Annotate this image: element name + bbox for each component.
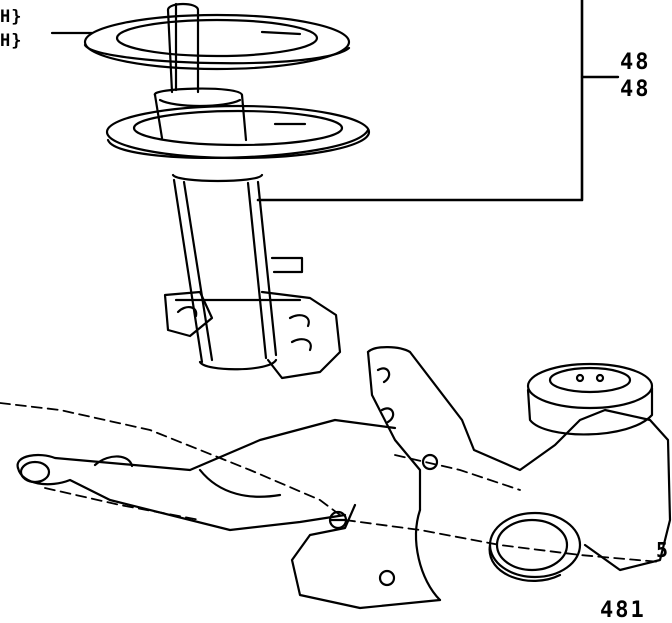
part-ref-edge: 5 xyxy=(656,538,669,562)
centerline-strut-to-arm xyxy=(0,402,341,516)
lower-spring-seat xyxy=(105,104,371,160)
strut-cylinder xyxy=(171,173,278,371)
piston-rod xyxy=(166,2,200,94)
centerline-arm-pivot xyxy=(44,487,201,521)
part-ref-bottom: 48 xyxy=(620,77,651,102)
part-ref-knuckle: 481 xyxy=(600,598,646,623)
reference-bracket xyxy=(256,0,584,202)
centerline-knuckle-mount xyxy=(394,454,521,491)
brace-label-bottom: H} xyxy=(0,31,23,51)
knuckle-mount-bracket xyxy=(163,290,342,380)
brake-hose-bracket xyxy=(270,256,304,274)
part-ref-top: 48 xyxy=(620,50,651,75)
knuckle-lower-boss xyxy=(488,511,582,582)
brace-label-top: H} xyxy=(0,7,23,27)
steering-knuckle xyxy=(290,346,672,610)
hub-bearing xyxy=(526,362,654,436)
centerline-knuckle-axis xyxy=(344,519,661,563)
upper-spring-seat xyxy=(83,13,351,71)
